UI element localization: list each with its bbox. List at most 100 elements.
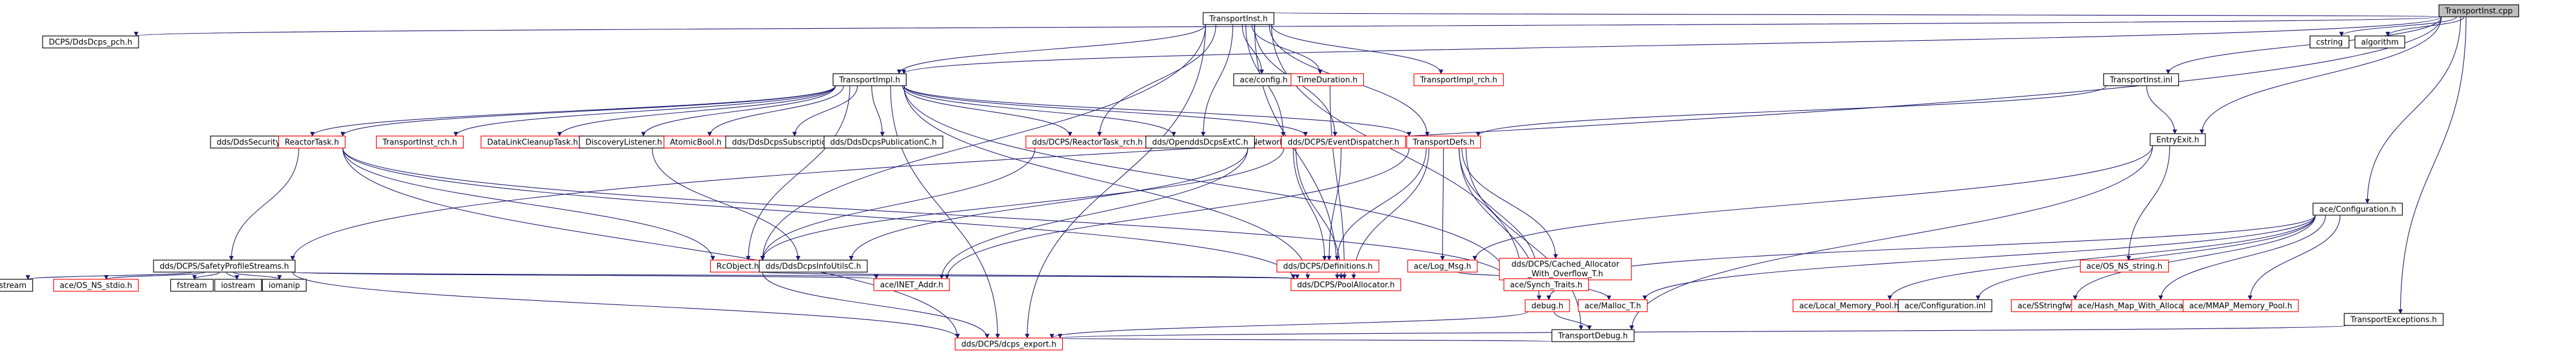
node-ace-os-ns-string-h[interactable]: ace/OS_NS_string.h <box>2079 260 2169 273</box>
node-label: dds/DdsDcpsSubscriptionC.h <box>732 138 844 147</box>
node-label: _With_Overflow_T.h <box>1527 270 1603 279</box>
node-entryexit-h[interactable]: EntryExit.h <box>2150 133 2206 146</box>
node-transportexceptions-h[interactable]: TransportExceptions.h <box>2343 313 2444 326</box>
include-edge <box>104 271 206 280</box>
include-edge <box>1242 24 1264 74</box>
node-dds-openddsdcpsextc-h[interactable]: dds/OpenddsDcpsExtC.h <box>1145 135 1255 149</box>
node-dcps-ddsdcps-pch-h[interactable]: DCPS/DdsDcps_pch.h <box>42 35 139 49</box>
node-dds-ddsdcpsinfoutilsc-h[interactable]: dds/DdsDcpsInfoUtilsC.h <box>759 260 868 273</box>
include-edge <box>557 85 836 137</box>
node-ace-os-ns-stdio-h[interactable]: ace/OS_NS_stdio.h <box>53 279 139 292</box>
include-edge <box>226 271 239 280</box>
node-transportdebug-h[interactable]: TransportDebug.h <box>1551 329 1635 342</box>
node-ace-synch-traits-h[interactable]: ace/Synch_Traits.h <box>1503 278 1589 291</box>
node-label: AtomicBool.h <box>670 138 722 147</box>
include-edge <box>1024 24 1206 339</box>
node-transportinst-inl[interactable]: TransportInst.inl <box>2103 73 2180 86</box>
include-edge <box>1097 24 1216 137</box>
node-label: ace/Hash_Map_With_Allocator_T.h <box>2078 302 2210 311</box>
include-edge <box>310 85 836 137</box>
node-label: ace/MMAP_Memory_Pool.h <box>2189 302 2292 311</box>
node-label: dds/DCPS/Definitions.h <box>1283 263 1372 271</box>
node-box <box>1898 299 1992 312</box>
include-edge <box>1201 24 1233 137</box>
node-algorithm[interactable]: algorithm <box>2354 35 2406 49</box>
node-label: ace/config.h <box>1240 76 1288 85</box>
node-ace-log-msg-h[interactable]: ace/Log_Msg.h <box>1407 260 1478 273</box>
node-ace-hash-map-with-allocator-t-h[interactable]: ace/Hash_Map_With_Allocator_T.h <box>2071 299 2216 312</box>
include-edge <box>1292 147 1327 261</box>
node-dds-dcps-safetyprofilestreams-h[interactable]: dds/DCPS/SafetyProfileStreams.h <box>153 260 296 273</box>
include-edge <box>1330 85 1347 279</box>
include-edge <box>1050 311 1528 339</box>
node-atomicbool-h[interactable]: AtomicBool.h <box>663 135 728 149</box>
node-label: EntryExit.h <box>2156 136 2199 145</box>
node-dds-dcps-cached-allocator-with-overflow-t-h[interactable]: dds/DCPS/Cached_Allocator_With_Overflow_… <box>1499 258 1632 280</box>
node-iomanip[interactable]: iomanip <box>261 279 307 292</box>
node-label: fstream <box>177 282 207 291</box>
node-dds-dcps-definitions-h[interactable]: dds/DCPS/Definitions.h <box>1276 260 1379 273</box>
node-box <box>873 278 950 291</box>
include-edge <box>1271 24 1524 279</box>
include-edge <box>641 85 836 137</box>
node-dds-dcps-eventdispatcher-h[interactable]: dds/DCPS/EventDispatcher.h <box>1281 135 1406 149</box>
node-ace-mmap-memory-pool-h[interactable]: ace/MMAP_Memory_Pool.h <box>2183 299 2299 312</box>
node-debug-h[interactable]: debug.h <box>1525 299 1570 312</box>
node-box <box>2438 4 2520 17</box>
node-transportinst-cpp[interactable]: TransportInst.cpp <box>2438 4 2520 17</box>
include-edge <box>2199 16 2442 134</box>
include-edge <box>1976 215 2316 300</box>
include-edge <box>1642 215 2316 300</box>
node-transportdefs-h[interactable]: TransportDefs.h <box>1406 135 1481 149</box>
node-transportimpl-rch-h[interactable]: TransportImpl_rch.h <box>1413 73 1504 86</box>
node-ace-malloc-t-h[interactable]: ace/Malloc_T.h <box>1577 299 1648 312</box>
node-dds-dcps-reactortask-rch-h[interactable]: dds/DCPS/ReactorTask_rch.h <box>1025 135 1150 149</box>
include-edge <box>849 147 1249 261</box>
edges-layer <box>25 12 2467 343</box>
node-ace-local-memory-pool-h[interactable]: ace/Local_Memory_Pool.h <box>1792 299 1906 312</box>
node-box <box>2103 73 2180 86</box>
node-label: TransportDefs.h <box>1412 138 1475 147</box>
node-box <box>832 73 907 86</box>
node-cstring[interactable]: cstring <box>2309 35 2350 49</box>
node-ace-inet-addr-h[interactable]: ace/INET_Addr.h <box>873 278 950 291</box>
node-label: dds/DCPS/PoolAllocator.h <box>1297 281 1395 290</box>
node-reactortask-h[interactable]: ReactorTask.h <box>278 135 346 149</box>
include-edge <box>1271 12 2442 17</box>
node-label: dds/DCPS/ReactorTask_rch.h <box>1032 138 1143 147</box>
node-dds-dcps-poolallocator-h[interactable]: dds/DCPS/PoolAllocator.h <box>1290 278 1402 291</box>
include-edge <box>2126 145 2171 261</box>
include-edge <box>1327 147 1342 261</box>
node-transportinst-h[interactable]: TransportInst.h <box>1203 12 1275 25</box>
node-iostream[interactable]: iostream <box>214 279 262 292</box>
include-edge <box>453 85 836 137</box>
node-ace-configuration-inl[interactable]: ace/Configuration.inl <box>1898 299 1992 312</box>
node-box <box>2343 313 2444 326</box>
node-transportimpl-h[interactable]: TransportImpl.h <box>832 73 907 86</box>
node-label: iomanip <box>269 282 300 291</box>
node-transportinst-rch-h[interactable]: TransportInst_rch.h <box>375 135 464 149</box>
node-dds-ddsdcpspublicationc-h[interactable]: dds/DdsDcpsPublicationC.h <box>823 135 943 149</box>
node-label: TransportInst.inl <box>2109 76 2173 85</box>
include-edge <box>2166 16 2442 74</box>
node-timeduration-h[interactable]: TimeDuration.h <box>1290 73 1364 86</box>
node-sstream[interactable]: sstream <box>0 279 34 292</box>
node-label: ace/Configuration.h <box>2319 206 2396 215</box>
node-box <box>214 279 262 292</box>
node-dds-dcps-dcps-export-h[interactable]: dds/DCPS/dcps_export.h <box>954 337 1063 351</box>
node-box <box>823 135 943 149</box>
include-edge <box>792 85 858 137</box>
node-label: RcObject.h <box>717 263 759 271</box>
node-fstream[interactable]: fstream <box>170 279 214 292</box>
node-ace-config-h[interactable]: ace/config.h <box>1233 73 1294 86</box>
include-edge <box>871 85 885 137</box>
node-rcobject-h[interactable]: RcObject.h <box>710 260 766 273</box>
node-box <box>42 35 139 49</box>
node-discoverylistener-h[interactable]: DiscoveryListener.h <box>579 135 669 149</box>
node-label: TimeDuration.h <box>1297 76 1358 85</box>
node-datalinkcleanuptask-h[interactable]: DataLinkCleanupTask.h <box>480 135 585 149</box>
node-ace-configuration-h[interactable]: ace/Configuration.h <box>2312 203 2403 216</box>
node-dds-ddsdcpssubscriptionc-h[interactable]: dds/DdsDcpsSubscriptionC.h <box>725 135 851 149</box>
